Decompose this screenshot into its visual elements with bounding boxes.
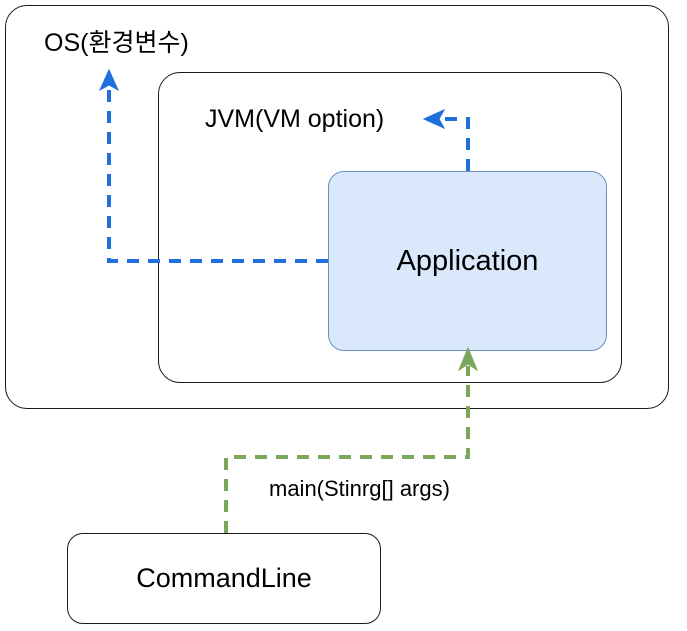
commandline-label: CommandLine — [136, 563, 312, 593]
commandline-box[interactable]: CommandLine — [67, 533, 381, 624]
jvm-label: JVM(VM option) — [205, 105, 385, 133]
application-label: Application — [396, 244, 539, 277]
application-box[interactable]: Application — [328, 171, 607, 351]
os-label: OS(환경변수) — [44, 29, 189, 57]
main-args-edge-label: main(Stinrg[] args) — [269, 476, 450, 501]
